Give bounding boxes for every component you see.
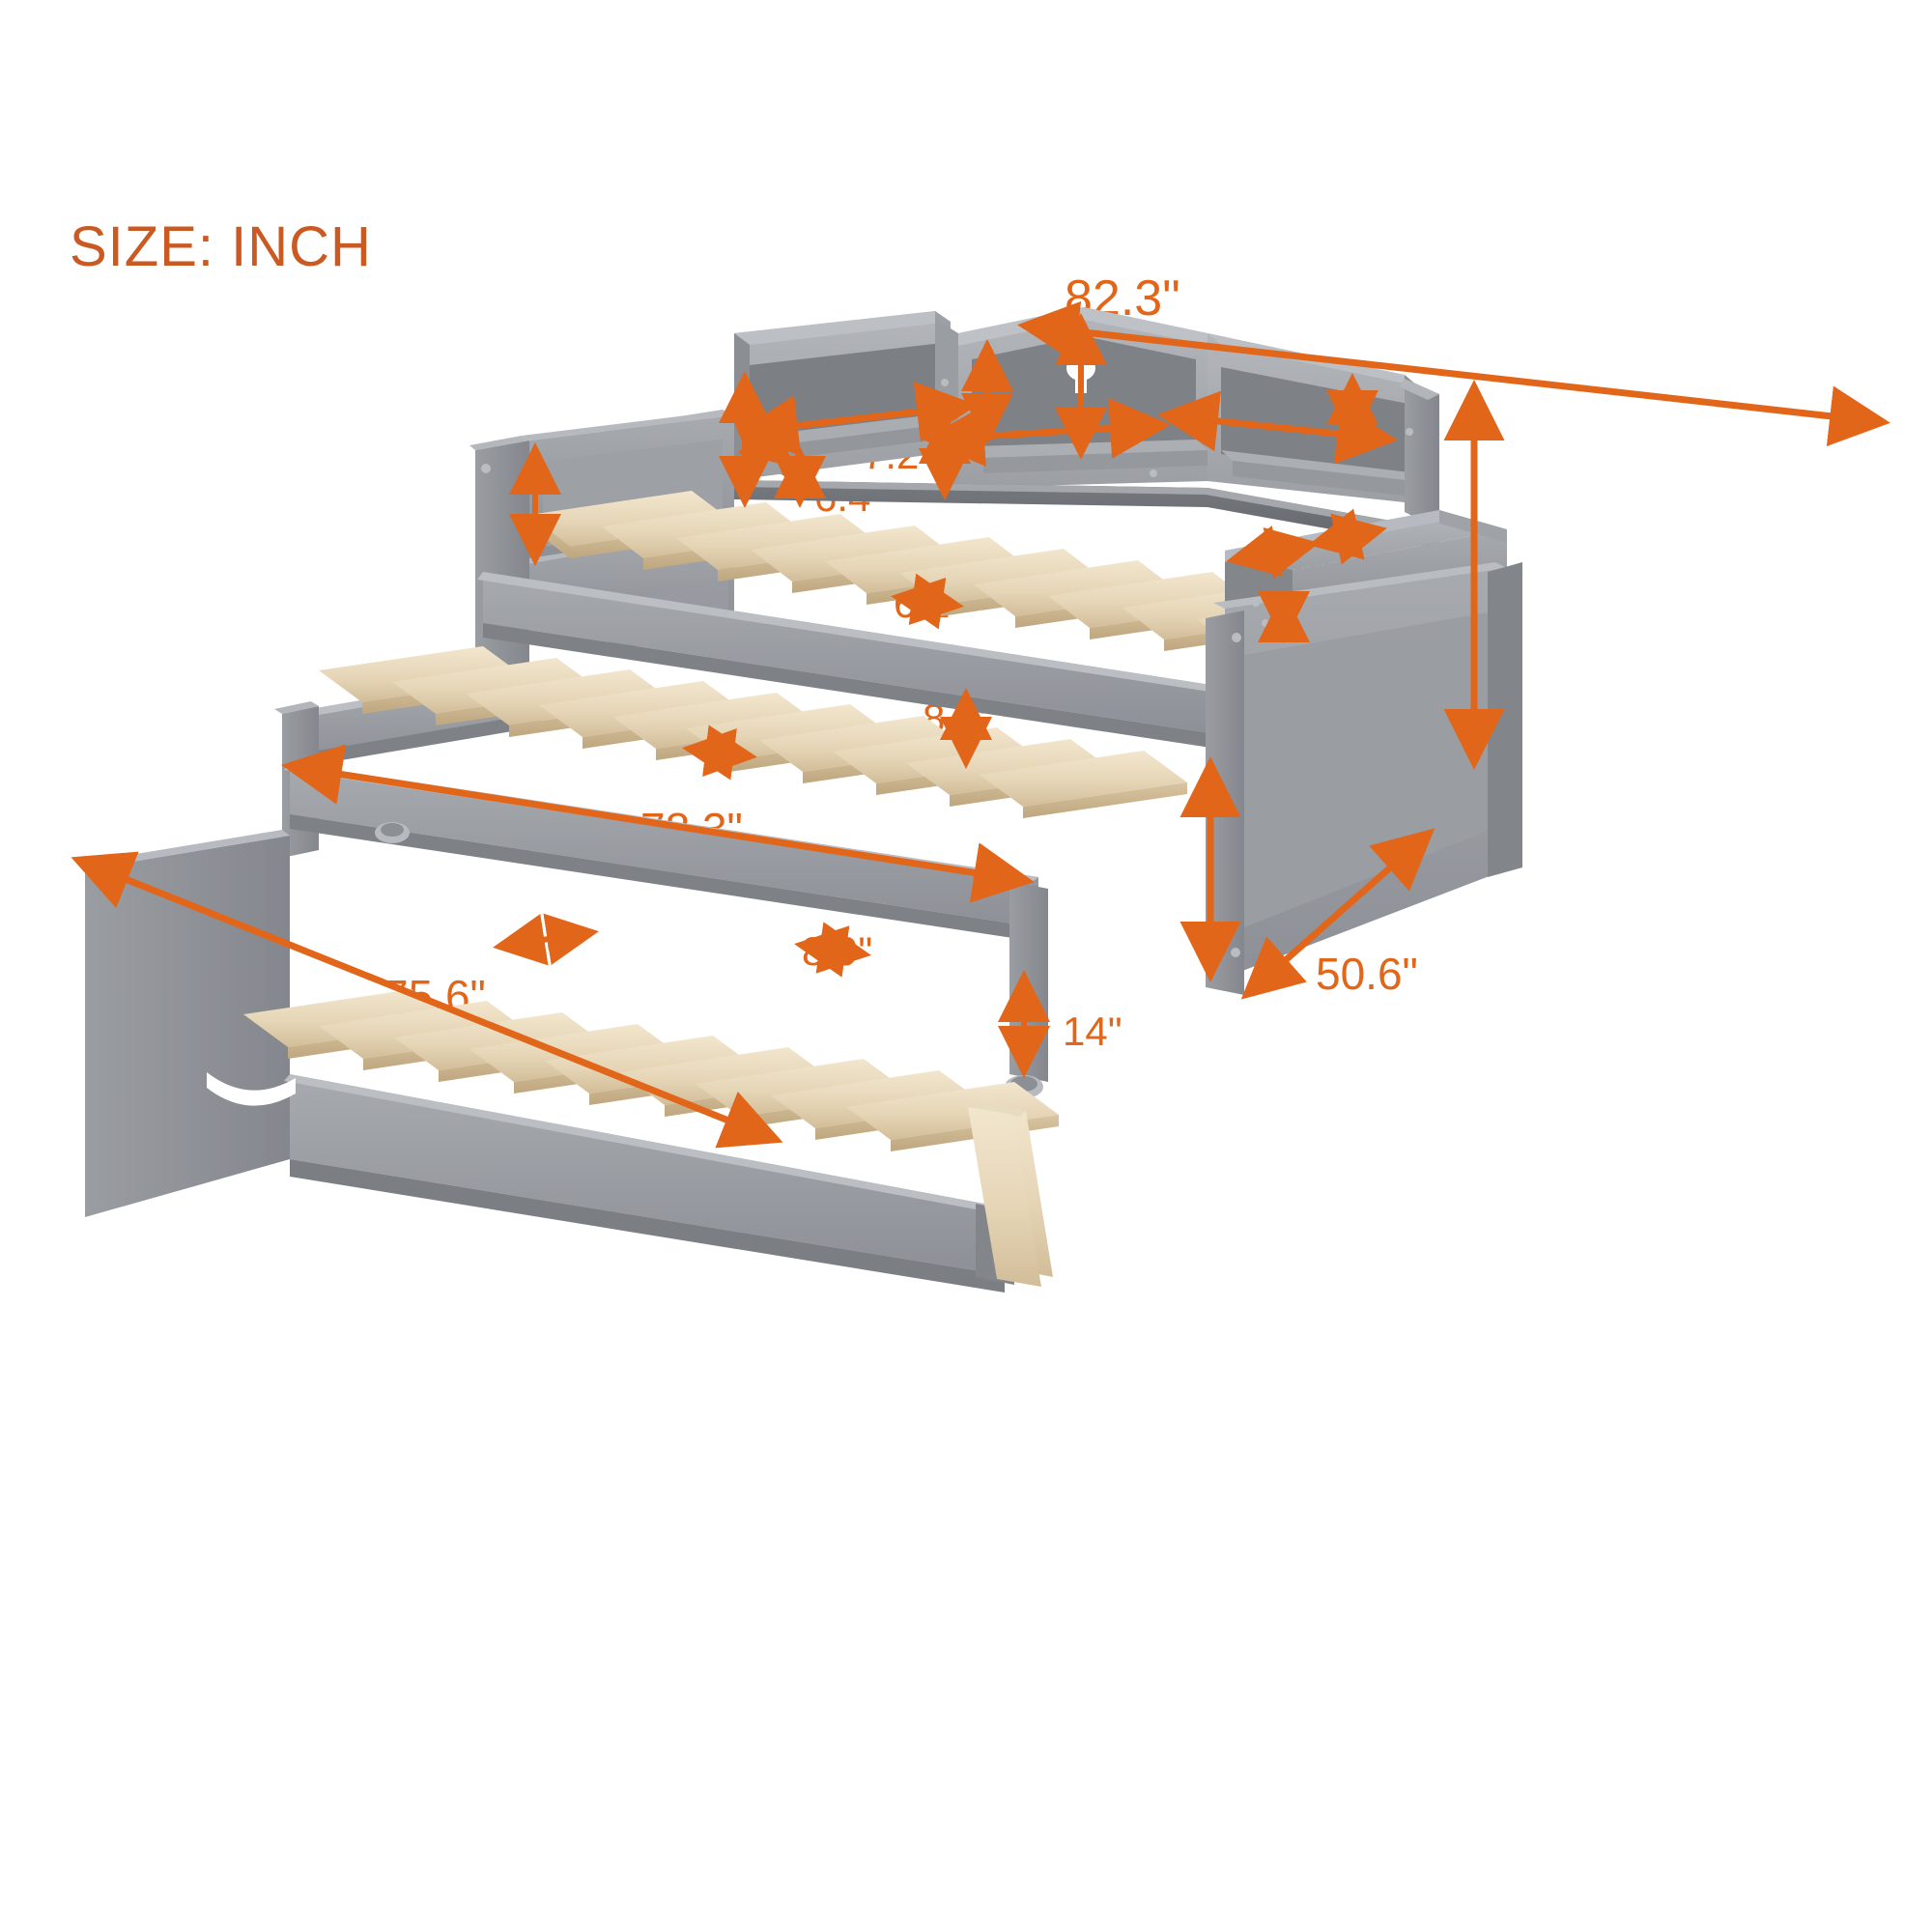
- arrow-upper-bed-length: [281, 744, 1035, 903]
- page-title: SIZE: INCH: [70, 215, 372, 278]
- arrow-lower-shelf-right-width: [1157, 390, 1398, 465]
- arrow-trundle-rail-width: [794, 922, 871, 978]
- arrow-overall-length: [1017, 300, 1890, 447]
- arrow-top-shelf-left-width: [737, 382, 978, 456]
- dimension-label-trundle-height: 14": [1063, 1009, 1122, 1054]
- arrow-trundle-slat-gap: [682, 724, 757, 781]
- arrow-overall-depth: [1240, 828, 1435, 1000]
- arrow-footboard-shelf-depth: [1226, 526, 1320, 579]
- arrow-lower-shelf-center-width: [923, 398, 1171, 467]
- arrow-trundle-slat-width: [493, 913, 599, 966]
- arrow-footboard-rail-width: [1308, 508, 1387, 565]
- arrow-upper-slat-width: [891, 573, 964, 630]
- arrow-trundle-length: [71, 851, 783, 1149]
- upper-bed-frame: [477, 572, 1217, 749]
- trundle-diagonal-rail: [968, 1107, 1041, 1287]
